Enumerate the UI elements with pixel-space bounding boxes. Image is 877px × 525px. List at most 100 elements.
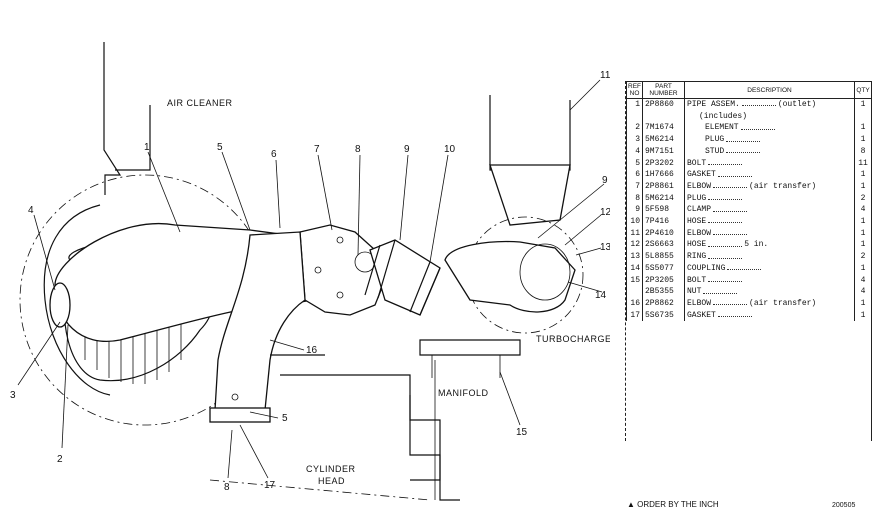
ref-cell [626,286,643,298]
description-text: HOSE [687,217,707,227]
qty-cell: 11 [854,157,872,170]
parts-table-header: REF NO PART NUMBER DESCRIPTION QTY [626,81,872,99]
callout-15: 15 [516,427,528,438]
description-text: ELBOW [687,228,712,238]
table-row: (includes) [626,110,872,123]
description-cell: HOSE [684,216,855,228]
part-number-cell: 7M1674 [642,122,685,135]
callout-4: 4 [28,205,34,216]
label-turbocharger: TURBOCHARGER [536,334,610,344]
description-cell: CLAMP [684,204,855,217]
ref-cell: 12 [626,239,643,252]
part-number-cell: 5M6214 [642,192,685,205]
order-footnote: ▲ ORDER BY THE INCH [627,500,719,509]
qty-cell: 4 [854,286,872,298]
dot-leader [713,230,748,236]
parts-list: REF NO PART NUMBER DESCRIPTION QTY 1 2P88… [625,81,872,441]
part-number-cell: 2S6663 [642,239,685,252]
callout-9b: 9 [602,175,608,186]
centerline [209,479,431,501]
qty-cell [854,110,872,123]
callout-16: 16 [306,345,318,356]
ref-cell: 2 [626,122,643,135]
description-text: ELEMENT [705,123,739,133]
header-qty: QTY [854,81,872,99]
part-number-cell: 5L8855 [642,251,685,263]
label-cylinder: CYLINDER [306,464,356,474]
header-ref-no: REF NO [626,81,643,99]
qty-cell: 1 [854,262,872,275]
qty-cell: 1 [854,122,872,135]
ref-cell: 4 [626,145,643,158]
dot-leader [708,218,743,224]
dot-leader [717,172,752,177]
callout-1: 1 [144,142,150,153]
dot-leader [708,195,743,201]
description-cell: ELEMENT [684,122,855,135]
callout-8b: 8 [224,482,230,493]
description-text: STUD [705,146,725,156]
part-number-cell: 2P8860 [642,98,685,111]
callout-6: 6 [271,149,277,160]
description-note: (air transfer) [749,181,817,191]
dot-leader [717,312,752,318]
turbocharger [419,95,584,378]
dot-leader [727,265,762,271]
part-number-cell: 2P3205 [642,274,685,287]
callout-14: 14 [595,290,607,301]
callout-8a: 8 [355,144,361,155]
dot-leader [708,277,743,282]
dot-leader [740,125,775,130]
ref-cell: 17 [626,309,643,322]
qty-cell: 8 [854,145,872,158]
callout-5b: 5 [282,413,288,424]
part-number-cell: 1H7666 [642,169,685,181]
part-number-cell: 2P4610 [642,227,685,240]
dot-leader [703,289,738,294]
description-cell: ELBOW(air transfer) [684,297,855,310]
qty-cell: 4 [854,274,872,287]
dot-leader [713,207,748,212]
qty-cell: 1 [854,239,872,252]
description-cell: RING [684,251,855,263]
part-number-cell: 5S6735 [642,309,685,322]
callout-11: 11 [600,70,610,81]
description-text: BOLT [687,275,707,285]
description-cell: ELBOW(air transfer) [684,180,855,193]
qty-cell: 1 [854,98,872,111]
description-cell: NUT [684,286,855,298]
ref-cell: 9 [626,204,643,217]
header-description: DESCRIPTION [684,81,855,99]
part-number-cell [642,110,685,123]
header-part-number: PART NUMBER [642,81,685,99]
label-head: HEAD [318,476,345,486]
description-text: CLAMP [687,205,712,215]
qty-cell: 1 [854,216,872,228]
qty-cell: 1 [854,180,872,193]
part-number-cell: 2B5355 [642,286,685,298]
description-text: NUT [687,287,702,297]
qty-cell: 4 [854,204,872,217]
description-text: RING [687,252,707,262]
callout-17: 17 [264,480,276,491]
description-text: PLUG [705,135,725,145]
description-cell: BOLT [684,274,855,287]
ref-cell: 14 [626,262,643,275]
callout-2: 2 [57,454,63,465]
ref-cell: 6 [626,169,643,181]
description-cell: STUD [684,145,855,158]
dot-leader [726,137,761,142]
manifold-outline [270,354,460,501]
description-cell: GASKET [684,309,855,322]
dot-leader [713,300,748,306]
description-note: (air transfer) [749,298,817,308]
